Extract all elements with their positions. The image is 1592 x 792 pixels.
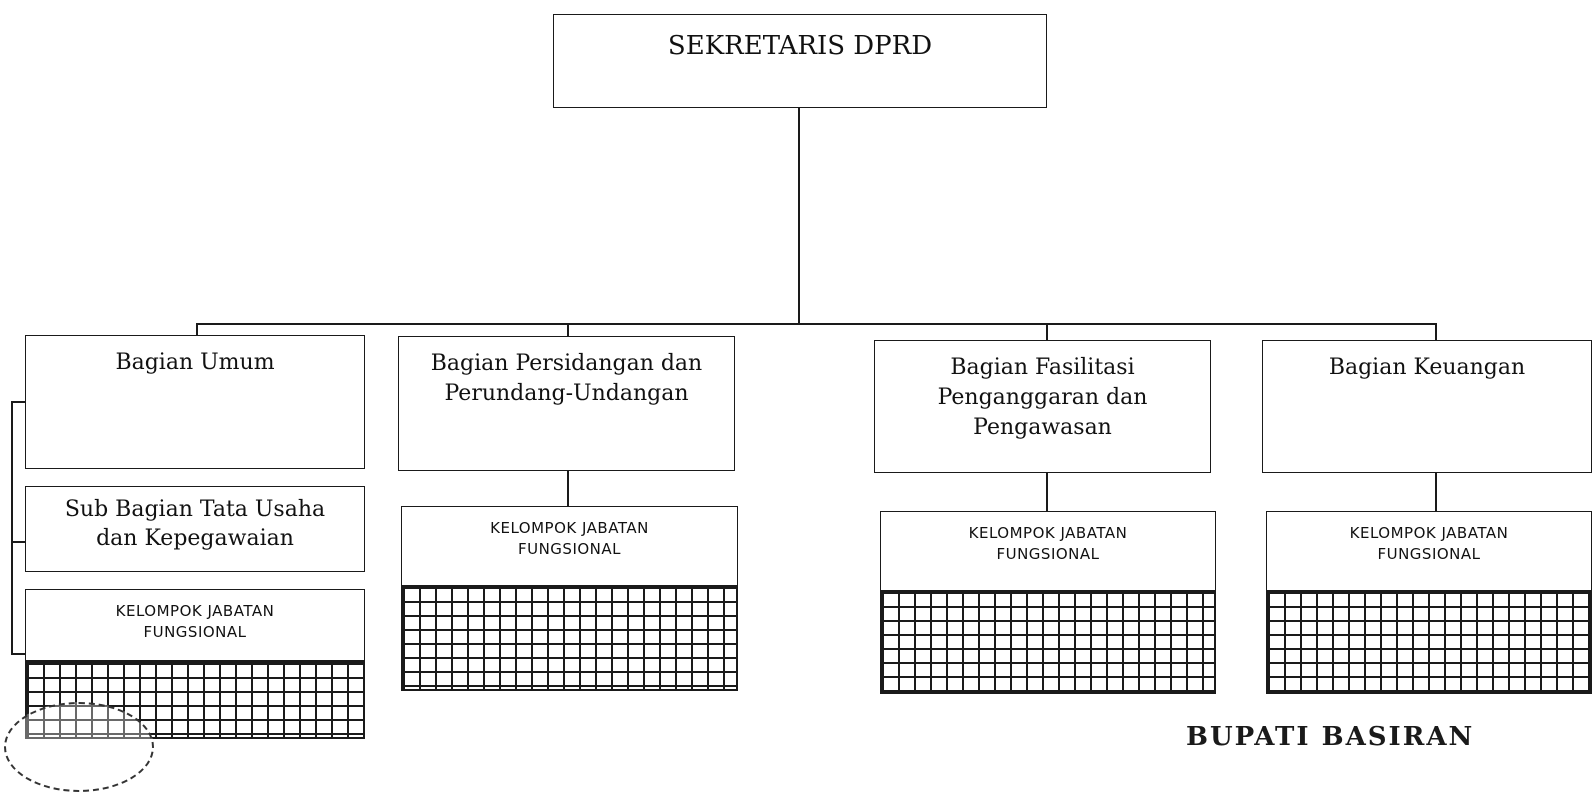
- sub-unit-title-line-2: dan Kepegawaian: [96, 526, 294, 551]
- functional-group-label-line-2: FUNGSIONAL: [143, 623, 247, 641]
- unit-box-bagian-fasilitasi: Bagian Fasilitasi Penganggaran dan Penga…: [874, 340, 1211, 473]
- drop-line-bagian-umum: [196, 323, 198, 336]
- unit-title-line-1: Bagian Fasilitasi: [950, 355, 1135, 380]
- connector-fasilitasi-fg: [1046, 471, 1048, 511]
- root-connector-vertical: [798, 104, 800, 325]
- umum-bracket-vertical: [11, 401, 13, 655]
- unit-title-line-3: Pengawasan: [973, 415, 1112, 440]
- official-seal-stamp: [4, 702, 154, 792]
- connector-persidangan-fg: [567, 469, 569, 506]
- sub-unit-box-tata-usaha: Sub Bagian Tata Usaha dan Kepegawaian: [25, 486, 365, 572]
- root-box-sekretaris-dprd: SEKRETARIS DPRD: [553, 14, 1047, 108]
- umum-bracket-bottom: [11, 653, 26, 655]
- functional-group-box-fasilitasi: KELOMPOK JABATAN FUNGSIONAL: [880, 511, 1216, 591]
- connector-keuangan-fg: [1435, 471, 1437, 511]
- functional-group-label-line-2: FUNGSIONAL: [996, 545, 1100, 563]
- drop-line-bagian-persidangan: [567, 323, 569, 337]
- unit-box-bagian-umum: Bagian Umum: [25, 335, 365, 469]
- umum-bracket-sub: [11, 541, 26, 543]
- drop-line-bagian-keuangan: [1435, 323, 1437, 341]
- functional-group-label-line-1: KELOMPOK JABATAN: [1349, 524, 1509, 542]
- functional-group-label-line-1: KELOMPOK JABATAN: [115, 602, 275, 620]
- functional-group-label-line-2: FUNGSIONAL: [1377, 545, 1481, 563]
- functional-group-label-line-1: KELOMPOK JABATAN: [490, 519, 649, 537]
- functional-group-box-persidangan: KELOMPOK JABATAN FUNGSIONAL: [401, 506, 738, 586]
- horizontal-bus-line: [196, 323, 1436, 325]
- unit-title-bagian-umum: Bagian Umum: [115, 350, 275, 375]
- unit-box-bagian-persidangan: Bagian Persidangan dan Perundang-Undanga…: [398, 336, 735, 471]
- drop-line-bagian-fasilitasi: [1046, 323, 1048, 341]
- functional-group-label-line-1: KELOMPOK JABATAN: [968, 524, 1128, 542]
- functional-grid-fasilitasi: [880, 590, 1216, 694]
- root-title: SEKRETARIS DPRD: [667, 31, 933, 61]
- functional-grid-keuangan: [1266, 590, 1592, 694]
- unit-box-bagian-keuangan: Bagian Keuangan: [1262, 340, 1592, 473]
- functional-group-box-keuangan: KELOMPOK JABATAN FUNGSIONAL: [1266, 511, 1592, 591]
- functional-group-box-umum: KELOMPOK JABATAN FUNGSIONAL: [25, 589, 365, 661]
- unit-title-line-2: Perundang-Undangan: [444, 381, 689, 406]
- umum-bracket-top: [11, 401, 26, 403]
- functional-group-label-line-2: FUNGSIONAL: [517, 540, 622, 558]
- unit-title-line-2: Penganggaran dan: [937, 385, 1148, 410]
- unit-title-bagian-keuangan: Bagian Keuangan: [1328, 355, 1526, 380]
- sub-unit-title-line-1: Sub Bagian Tata Usaha: [64, 497, 326, 522]
- footer-signature-title: BUPATI BASIRAN: [1186, 722, 1475, 752]
- functional-grid-persidangan: [401, 585, 738, 691]
- unit-title-line-1: Bagian Persidangan dan: [430, 351, 703, 376]
